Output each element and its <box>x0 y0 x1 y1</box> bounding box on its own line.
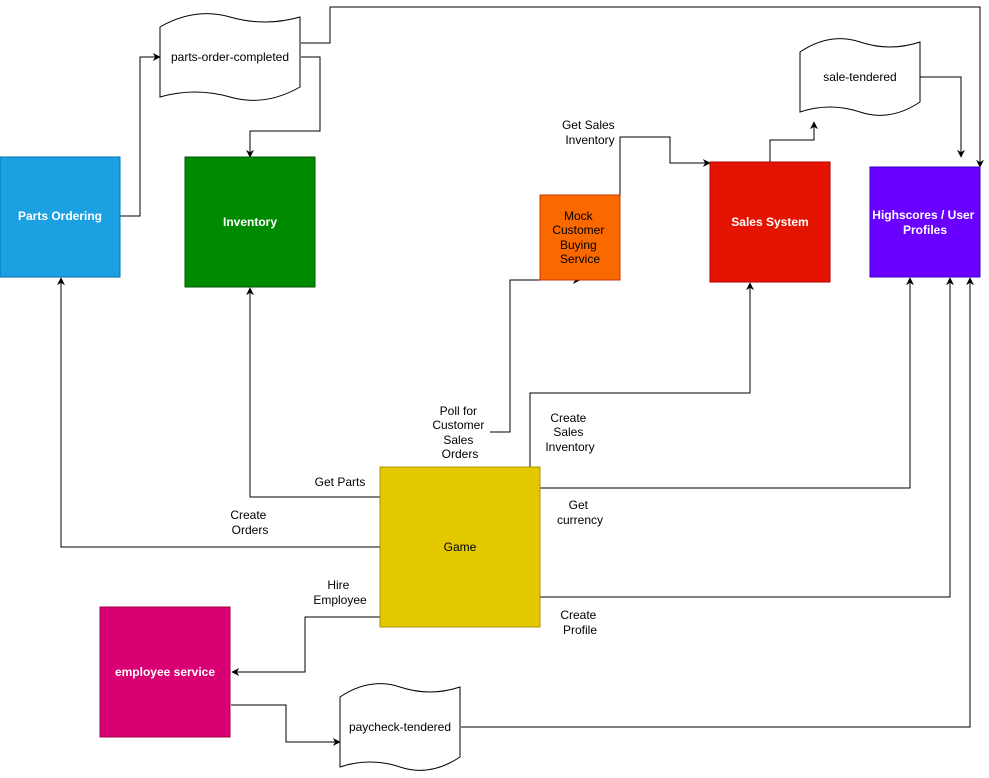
game-box <box>379 466 541 628</box>
parts-order-completed-label: parts-order-completed <box>171 50 289 64</box>
mock-customer-label: Mock Customer Buying Service <box>552 209 607 266</box>
sales-system-label: Sales System <box>731 215 808 229</box>
paycheck-tendered-shape <box>339 683 461 771</box>
edge-game-to-mock-customer <box>490 276 581 433</box>
edge-label-get-parts: Get Parts <box>315 475 366 489</box>
edge-label-create-profile: Create Profile <box>560 608 599 637</box>
edge-game-to-sales-system <box>529 282 754 467</box>
node-game[interactable]: Game <box>379 466 541 628</box>
parts-ordering-box <box>0 156 121 278</box>
edge-paycheck-tendered-to-highscores <box>461 277 974 728</box>
node-mock-customer-buying-service[interactable]: Mock Customer Buying Service <box>539 194 621 281</box>
edges <box>57 6 984 746</box>
edge-sale-tendered-to-highscores <box>920 76 965 158</box>
edge-label-create-orders: Create Orders <box>230 508 269 537</box>
edge-label-get-sales-inventory: Get Sales Inventory <box>562 118 618 147</box>
highscores-box <box>869 166 981 278</box>
parts-order-completed-shape <box>159 13 301 101</box>
edge-labels: Get Sales Inventory Poll for Customer Sa… <box>230 118 618 637</box>
paycheck-tendered-label: paycheck-tendered <box>349 720 451 734</box>
node-inventory[interactable]: Inventory <box>184 156 316 288</box>
edge-label-get-currency: Get currency <box>557 498 603 527</box>
sale-tendered-label: sale-tendered <box>823 70 896 84</box>
edge-label-poll-for-customer-sales-orders: Poll for Customer Sales Orders <box>432 404 487 461</box>
edge-mock-customer-to-sales-system <box>619 136 711 195</box>
parts-ordering-label: Parts Ordering <box>18 209 102 223</box>
edge-employee-service-to-paycheck-tendered <box>231 704 341 746</box>
edge-game-to-employee-service <box>231 616 380 676</box>
queue-parts-order-completed[interactable]: parts-order-completed <box>159 13 301 101</box>
queue-paycheck-tendered[interactable]: paycheck-tendered <box>339 683 461 771</box>
edge-label-create-sales-inventory: Create Sales Inventory <box>545 411 594 454</box>
sale-tendered-shape <box>799 38 921 116</box>
edge-parts-order-completed-to-highscores <box>301 6 984 168</box>
edge-game-to-inventory <box>246 287 380 498</box>
game-label: Game <box>444 540 477 554</box>
employee-service-label: employee service <box>115 665 215 679</box>
inventory-label: Inventory <box>223 215 277 229</box>
edge-game-to-highscores-get-currency <box>540 277 914 489</box>
node-highscores-user-profiles[interactable]: Highscores / User Profiles <box>869 166 981 278</box>
node-employee-service[interactable]: employee service <box>99 606 231 738</box>
highscores-label: Highscores / User Profiles <box>872 208 977 237</box>
edge-parts-ordering-to-parts-order-completed <box>120 53 161 217</box>
mock-customer-box <box>539 194 621 281</box>
edge-parts-order-completed-to-inventory <box>246 56 321 158</box>
employee-service-box <box>99 606 231 738</box>
sales-system-box <box>709 161 831 283</box>
edge-label-hire-employee: Hire Employee <box>313 578 367 607</box>
edge-sales-system-to-sale-tendered <box>769 121 818 162</box>
node-sales-system[interactable]: Sales System <box>709 161 831 283</box>
edge-game-to-highscores-create-profile <box>540 277 954 598</box>
inventory-box <box>184 156 316 288</box>
node-parts-ordering[interactable]: Parts Ordering <box>0 156 121 278</box>
edge-game-to-parts-ordering <box>57 277 380 548</box>
queue-sale-tendered[interactable]: sale-tendered <box>799 38 921 116</box>
